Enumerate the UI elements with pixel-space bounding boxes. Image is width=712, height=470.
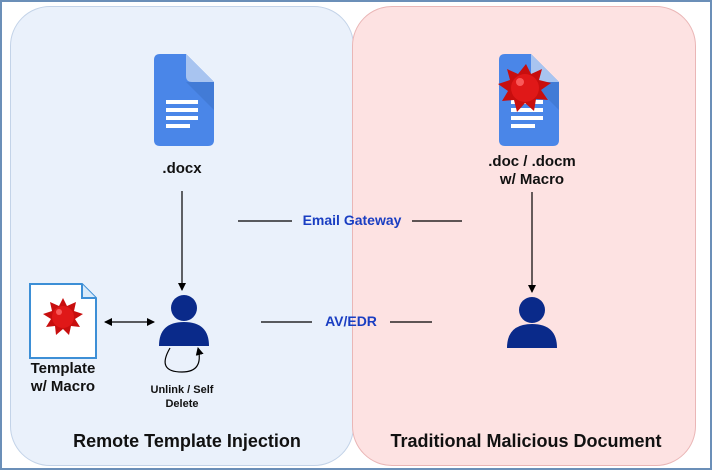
left-panel-title: Remote Template Injection (73, 431, 301, 451)
docx-label: .docx (162, 160, 202, 177)
unlink-label-line2: Delete (165, 398, 199, 410)
left-user-icon (159, 295, 209, 346)
av-edr-label: AV/EDR (325, 313, 377, 329)
self-loop-arrow (164, 347, 204, 373)
docx-file-icon (154, 54, 214, 146)
template-label-line2: w/ Macro (30, 378, 96, 395)
docm-label-line1: .doc / .docm (488, 153, 576, 170)
template-label-line1: Template (30, 360, 96, 377)
docm-label-line2: w/ Macro (499, 171, 565, 188)
email-gateway-label: Email Gateway (302, 212, 402, 228)
right-panel-title: Traditional Malicious Document (390, 431, 662, 451)
unlink-label-line1: Unlink / Self (150, 384, 214, 396)
right-user-icon (507, 297, 557, 348)
virus-icon (498, 64, 551, 112)
template-virus-icon (43, 298, 83, 335)
